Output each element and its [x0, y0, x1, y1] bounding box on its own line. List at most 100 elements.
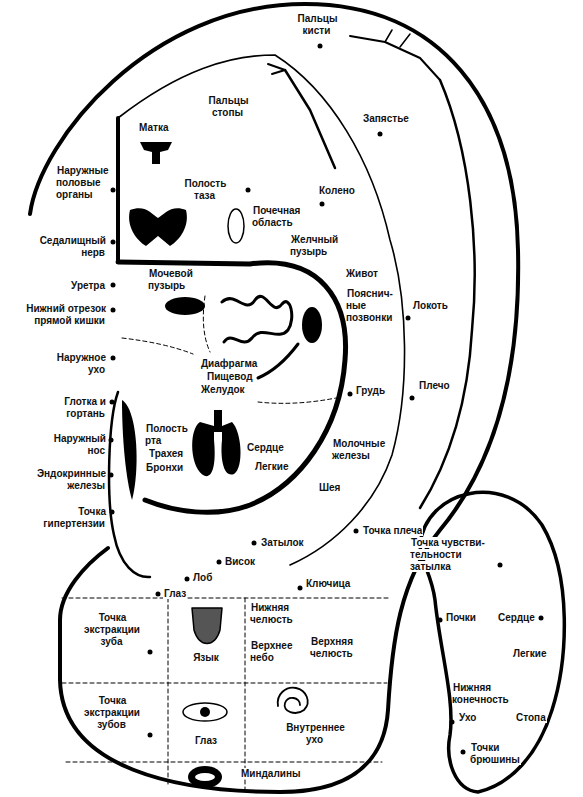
ear-point-label: Почки [445, 612, 485, 624]
label-text: Нижний отрезок прямой кишки [25, 303, 106, 326]
ear-point-label: Затылок [260, 537, 310, 549]
ear-point-label: Сердце [497, 612, 542, 624]
ear-point-label: Пищевод [206, 371, 256, 383]
region-line [122, 338, 193, 354]
region-line [258, 398, 336, 403]
label-text: Диафрагма [200, 358, 258, 369]
label-text: Глаз [194, 735, 218, 746]
ear-point-label: Пальцы кисти [292, 13, 342, 37]
tragus-outline [109, 392, 150, 577]
ear-point-label: Бронхи [145, 462, 190, 474]
label-text: Глаз [163, 588, 187, 599]
lobe-grid [62, 598, 388, 790]
eye-figure [183, 703, 227, 721]
ear-point-label: Язык [178, 652, 234, 664]
ear-point-label: Мочевой пузырь [148, 268, 204, 292]
label-text: Желчный пузырь [290, 234, 338, 257]
label-text: Лоб [192, 572, 213, 583]
ear-point-label: Точки брюшины [470, 742, 525, 766]
label-text: Стопа [515, 712, 547, 723]
label-text: Верхняя челюсть [310, 636, 354, 659]
label-text: Точка плеча [362, 525, 423, 536]
label-text: Легкие [254, 461, 289, 472]
ear-point-label: Легкие [254, 461, 296, 473]
ear-point-label: Ухо [458, 712, 488, 724]
ear-point-label: Точка чувстви- тельности затылка [410, 537, 494, 573]
pelvis-figure [129, 208, 187, 246]
label-text: Пальцы кисти [297, 13, 338, 36]
ear-point-label: Полость рта [145, 423, 191, 447]
label-text: Почечная область [252, 205, 300, 228]
label-text: Наружное ухо [56, 352, 106, 375]
kidney-figure [228, 209, 244, 243]
ear-point-label: Точка плеча [362, 525, 432, 537]
ear-point-label: Полость таза [180, 178, 230, 202]
ear-point-label: Запястье [362, 113, 422, 125]
label-text: Глотка и гортань [63, 396, 106, 419]
ear-point-label: Точка экстракции зуба [72, 612, 152, 648]
ear-point-label: Трахея [148, 448, 193, 460]
label-text: Язык [192, 652, 220, 663]
label-text: Шея [318, 482, 341, 493]
label-text: Молочные железы [332, 438, 385, 461]
ear-point-label: Грудь [355, 385, 395, 397]
ear-point-label: Внутреннее ухо [280, 722, 350, 746]
label-text: Желудок [200, 384, 246, 395]
ear-point-label: Пояснич- ные позвонки [346, 288, 396, 324]
ear-point-label: Локоть [412, 300, 457, 312]
ear-point-label: Наружный нос [46, 433, 106, 457]
ear-point-label: Глотка и гортань [36, 396, 106, 420]
label-text: Точка чувстви- тельности затылка [410, 537, 485, 572]
ear-point-label: Стопа [515, 712, 549, 724]
ear-point-label: Плечо [418, 380, 458, 392]
ear-point-label: Наружное ухо [46, 352, 106, 376]
ear-point-label: Сердце [246, 442, 291, 454]
intestine-figure [222, 296, 292, 342]
ear-point-label: Наружные половые органы [56, 165, 114, 201]
label-text: Запястье [362, 113, 410, 124]
label-text: Легкие [512, 648, 547, 659]
ear-point-label: Глаз [178, 735, 234, 747]
ear-point-label: Матка [138, 122, 178, 134]
label-text: Наружный нос [53, 433, 106, 456]
label-text: Эндокринные железы [36, 468, 106, 491]
label-text: Точки брюшины [470, 742, 521, 765]
ear-point-label: Точка экстракции зубов [72, 695, 152, 731]
teeth-figure [195, 773, 215, 781]
foot-figure [268, 64, 285, 74]
bladder-figure [165, 297, 205, 315]
ear-point-label: Глаз [163, 588, 193, 600]
stomach-figure [302, 307, 322, 343]
ear-point-label: Седалищный нерв [26, 235, 106, 259]
label-text: Матка [138, 122, 169, 133]
ear-point-label: Нижний отрезок прямой кишки [10, 303, 106, 327]
label-text: Почки [445, 612, 477, 623]
ear-point-label: Колено [318, 185, 363, 197]
label-text: Уретра [70, 280, 106, 291]
label-text: Сердце [246, 442, 285, 453]
label-text: Грудь [355, 385, 386, 396]
label-text: Живот [345, 268, 379, 279]
ear-point-label: Уретра [46, 280, 106, 292]
ear-point-label: Диафрагма [200, 358, 260, 370]
label-text: Висок [224, 556, 256, 567]
label-text: Нижняя челюсть [250, 602, 294, 625]
label-text: Пищевод [206, 371, 254, 382]
label-text: Пояснич- ные позвонки [346, 288, 393, 323]
label-text: Трахея [148, 448, 184, 459]
ear-point-label: Ключица [305, 578, 360, 590]
tongue-figure [192, 608, 222, 644]
label-text: Сердце [497, 612, 536, 623]
label-text: Седалищный нерв [39, 235, 106, 258]
fossa-wall [116, 118, 120, 262]
ear-point-label: Миндалины [240, 768, 305, 780]
ear-point-label: Верхнее небо [250, 640, 298, 664]
antihelix-outline [118, 55, 405, 565]
label-text: Полость рта [145, 423, 188, 446]
esophagus-figure [258, 344, 298, 378]
label-text: Локоть [412, 300, 449, 311]
ear-point-label: Легкие [512, 648, 554, 660]
label-text: Внутреннее ухо [285, 722, 345, 745]
